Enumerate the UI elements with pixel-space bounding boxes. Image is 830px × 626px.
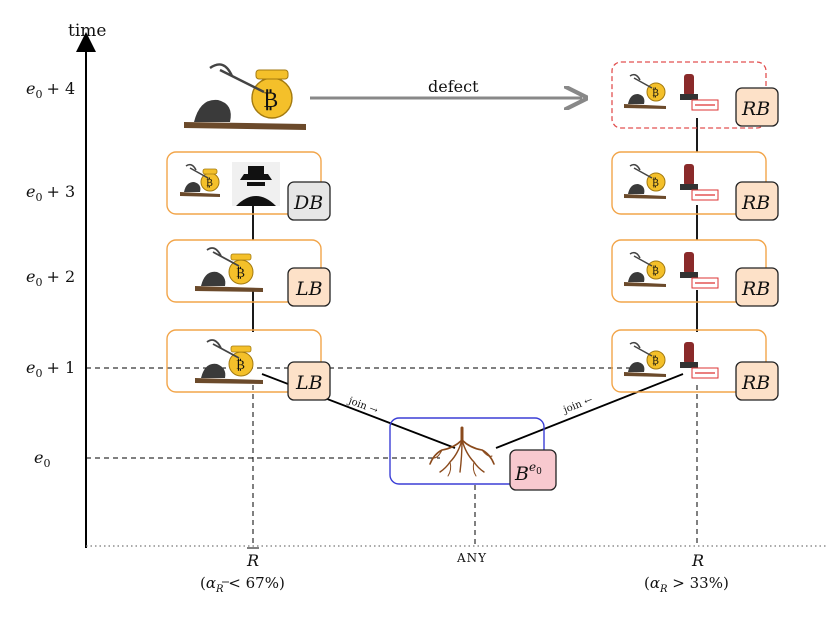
svg-text:₿: ₿	[652, 355, 659, 367]
badge-left-e0-plus-2: LB	[287, 267, 331, 307]
miner-icon-right-e0-plus-1: ₿	[624, 341, 666, 377]
svg-text:e0+ 1: e0+ 1	[26, 358, 75, 380]
block-box-right-e0-plus-4	[611, 61, 767, 129]
join-line-right	[495, 373, 684, 449]
column-label-middle: ANY	[456, 551, 487, 565]
svg-text:₿: ₿	[236, 358, 245, 373]
badge-genesis: Be0	[509, 449, 557, 491]
time-tick-e0-plus-1: e0+ 1	[26, 358, 75, 380]
svg-text:e0+ 4: e0+ 4	[26, 79, 75, 101]
column-condition-left: (αR < 67%)	[200, 574, 285, 595]
time-tick-e0-plus-4: e0+ 4	[26, 79, 75, 101]
miner-icon-right-e0-plus-2: ₿	[624, 251, 666, 287]
svg-text:e0+ 2: e0+ 2	[26, 267, 75, 289]
miner-icon-right-e0-plus-3: ₿	[624, 163, 666, 199]
badge-right-e0-plus-1: RB	[735, 361, 779, 401]
svg-text:LB: LB	[295, 372, 323, 394]
time-tick-e0-plus-3: e0+ 3	[26, 182, 75, 204]
badge-left-e0-plus-3: DB	[287, 181, 331, 221]
svg-text:(αR < 67%): (αR < 67%)	[200, 574, 285, 595]
svg-text:Be0: Be0	[514, 460, 542, 485]
defect-label: defect	[428, 77, 479, 96]
svg-text:RB: RB	[741, 278, 770, 300]
svg-text:e0+ 3: e0+ 3	[26, 182, 75, 204]
svg-text:₿: ₿	[652, 177, 659, 189]
column-label-left: R	[246, 547, 259, 570]
time-tick-e0: e0	[34, 448, 50, 470]
svg-text:₿: ₿	[652, 265, 659, 277]
svg-text:₿: ₿	[263, 88, 278, 113]
svg-text:e0: e0	[34, 448, 50, 470]
column-label-right: R	[691, 551, 704, 570]
svg-text:R: R	[246, 551, 259, 570]
time-tick-e0-plus-2: e0+ 2	[26, 267, 75, 289]
svg-text:RB: RB	[741, 98, 770, 120]
miner-icon-large-defector: ₿	[184, 63, 306, 130]
block-box-right-e0-plus-1	[611, 329, 767, 393]
svg-text:LB: LB	[295, 278, 323, 300]
miner-icon-left-e0-plus-1: ₿	[195, 339, 263, 384]
svg-text:(αR > 33%): (αR > 33%)	[644, 574, 729, 595]
svg-text:R: R	[691, 551, 704, 570]
miner-icon-right-e0-plus-4: ₿	[624, 73, 666, 109]
svg-text:RB: RB	[741, 192, 770, 214]
root-tree-icon	[429, 426, 495, 477]
time-axis-label: time	[68, 21, 106, 41]
miner-icon-left-e0-plus-2: ₿	[195, 247, 263, 292]
spy-icon-left-e0-plus-3	[232, 162, 280, 206]
block-box-left-e0-plus-1	[166, 329, 322, 393]
badge-left-e0-plus-1: LB	[287, 361, 331, 401]
svg-text:₿: ₿	[236, 266, 245, 281]
miner-icon-left-e0-plus-3: ₿	[180, 163, 220, 197]
badge-right-e0-plus-3: RB	[735, 181, 779, 221]
column-condition-right: (αR > 33%)	[644, 574, 729, 595]
approved-stamp-icon-right-e0-plus-1	[680, 342, 719, 379]
approved-stamp-icon-right-e0-plus-2	[680, 252, 719, 289]
svg-text:₿: ₿	[652, 87, 659, 99]
badge-right-e0-plus-2: RB	[735, 267, 779, 307]
approved-stamp-icon-right-e0-plus-3	[680, 164, 719, 201]
badge-right-e0-plus-4: RB	[735, 87, 779, 127]
svg-text:₿: ₿	[206, 177, 213, 189]
svg-text:RB: RB	[741, 372, 770, 394]
svg-text:DB: DB	[293, 192, 323, 214]
approved-stamp-icon-right-e0-plus-4	[680, 74, 719, 111]
join-label-right: join ←	[561, 395, 594, 416]
